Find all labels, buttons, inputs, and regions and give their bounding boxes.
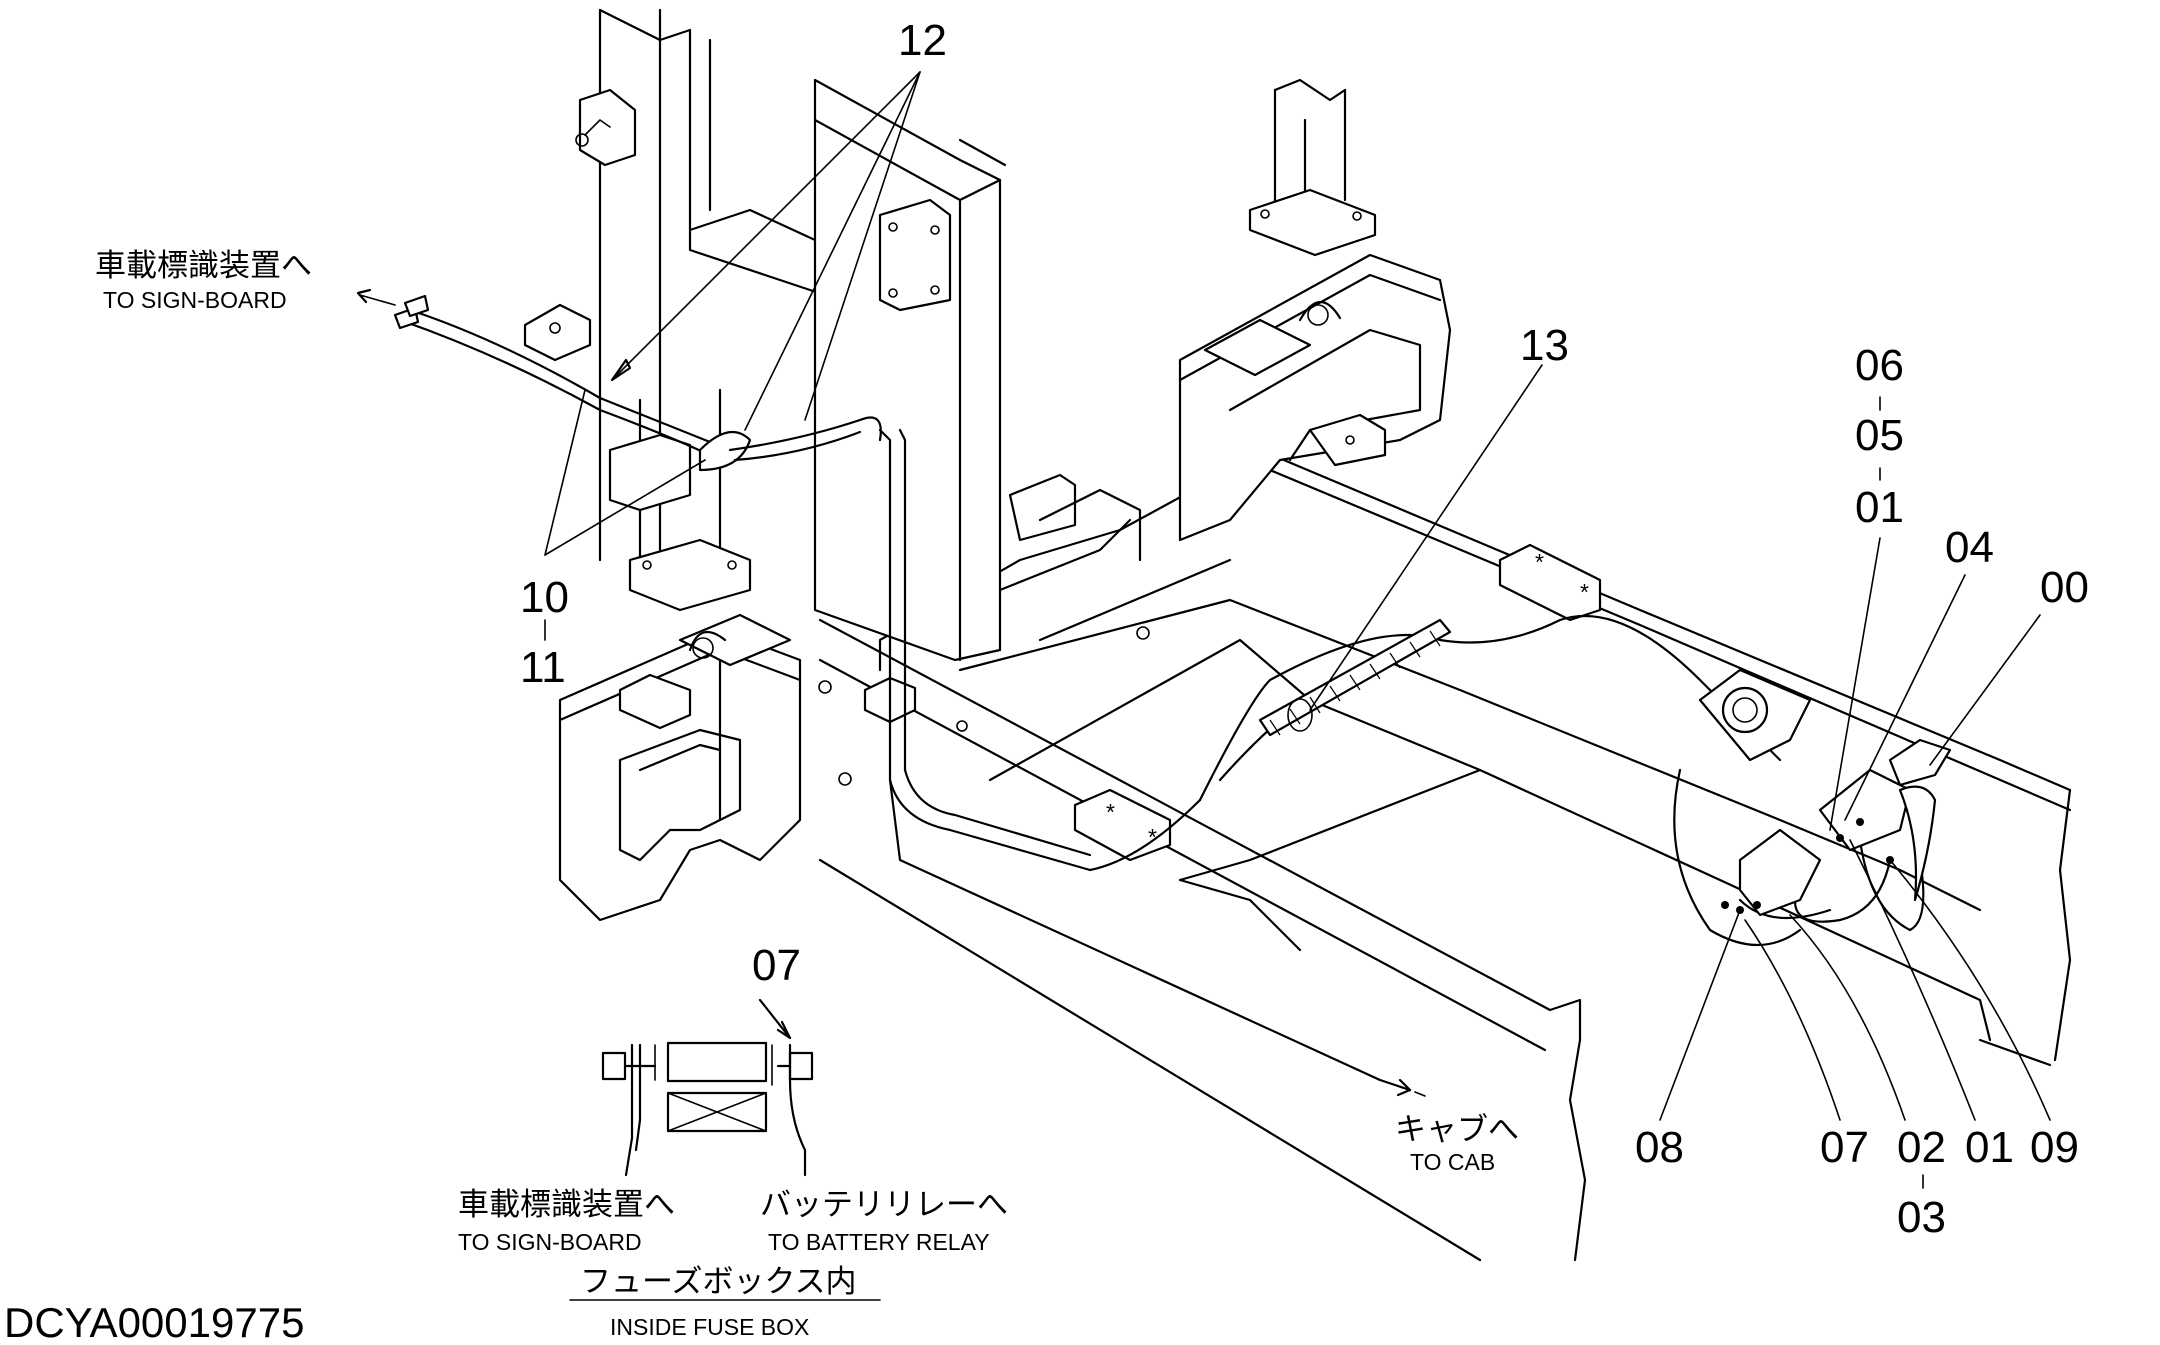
svg-text:*: * — [1106, 799, 1115, 825]
svg-text:*: * — [1535, 549, 1544, 575]
callout-12: 12 — [898, 16, 947, 65]
tall-console — [813, 78, 1142, 662]
label-sign-board-bottom-en: TO SIGN-BOARD — [458, 1229, 642, 1255]
fuse-box-detail — [569, 998, 881, 1301]
label-sign-board-top-jp: 車載標識装置へ — [95, 248, 312, 284]
svg-text:*: * — [1580, 579, 1589, 605]
callout-11: 11 — [520, 643, 566, 692]
callout-05: 05 — [1855, 411, 1904, 460]
label-battery-en: TO BATTERY RELAY — [768, 1229, 990, 1255]
label-sign-board-bottom-jp: 車載標識装置へ — [458, 1187, 675, 1223]
machine-frame — [818, 448, 2072, 1262]
callout-08: 08 — [1635, 1123, 1684, 1172]
document-id: DCYA00019775 — [4, 1299, 304, 1345]
callout-04: 04 — [1945, 523, 1994, 572]
callout-06: 06 — [1855, 341, 1904, 390]
callout-07-detail: 07 — [752, 941, 801, 990]
label-sign-board-top-en: TO SIGN-BOARD — [103, 287, 287, 313]
callout-leaders — [356, 71, 2051, 1189]
callout-10: 10 — [520, 573, 569, 622]
callout-01-bottom: 01 — [1965, 1123, 2014, 1172]
callout-03: 03 — [1897, 1193, 1946, 1242]
callout-02: 02 — [1897, 1123, 1946, 1172]
labels: 車載標識装置へ TO SIGN-BOARD キャブへ TO CAB 車載標識装置… — [95, 248, 1519, 1340]
floor-brackets: * * * * — [618, 543, 1602, 862]
label-cab-jp: キャブへ — [1395, 1112, 1519, 1148]
callout-01-top: 01 — [1855, 483, 1904, 532]
label-cab-en: TO CAB — [1410, 1149, 1495, 1175]
wire-harness — [393, 294, 1925, 1097]
callout-00: 00 — [2040, 563, 2089, 612]
label-battery-jp: バッテリリレーへ — [760, 1187, 1008, 1223]
callout-numbers: 12 10 11 13 06 05 01 04 00 08 07 02 01 0… — [520, 16, 2089, 1242]
rear-tower — [1248, 78, 1377, 257]
front-left-bracket — [558, 613, 802, 922]
relay-cluster — [1698, 668, 1952, 917]
callout-09: 09 — [2030, 1123, 2079, 1172]
svg-text:*: * — [1148, 824, 1157, 850]
label-fuse-box-en: INSIDE FUSE BOX — [610, 1314, 809, 1340]
rear-right-bracket — [1178, 253, 1452, 542]
callout-13: 13 — [1520, 321, 1569, 370]
label-fuse-box-jp: フューズボックス内 — [580, 1264, 857, 1300]
callout-07: 07 — [1820, 1123, 1869, 1172]
